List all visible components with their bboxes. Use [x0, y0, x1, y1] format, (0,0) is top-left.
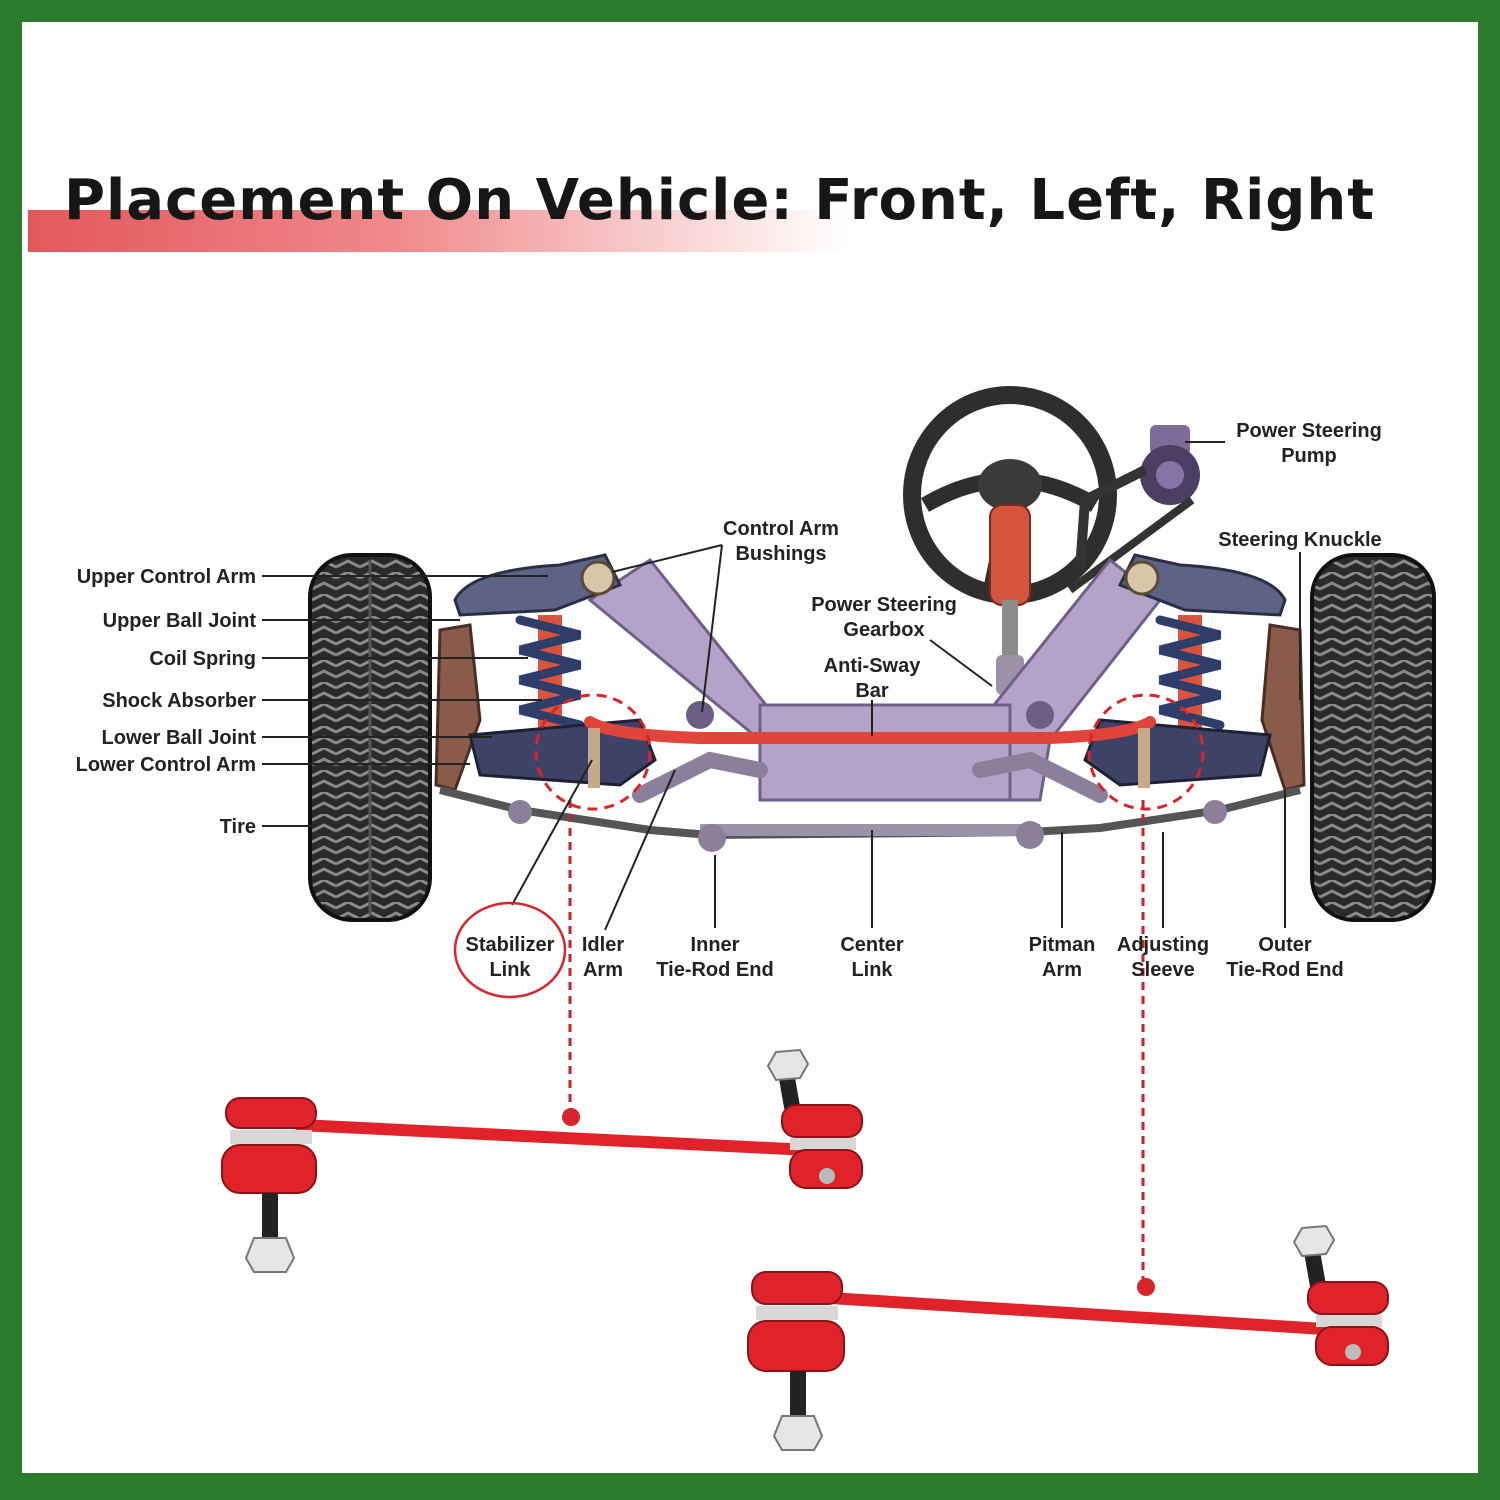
anti-sway-bar — [584, 716, 1156, 744]
label-power-steering-gearbox-line2: Gearbox — [843, 619, 924, 641]
label-adjusting-sleeve-line2: Sleeve — [1131, 959, 1194, 981]
label-upper-ball-joint: Upper Ball Joint — [103, 610, 257, 632]
label-power-steering-pump-line1: Power Steering — [1236, 420, 1382, 442]
label-inner-tie-rod-end-line2: Tie-Rod End — [656, 959, 773, 981]
label-shock-absorber: Shock Absorber — [102, 690, 256, 712]
right-drop-dot — [1137, 1278, 1155, 1296]
label-idler-arm-line2: Arm — [583, 959, 623, 981]
leader-lines — [262, 441, 1301, 931]
stabilizer-link-product-1 — [221, 1048, 863, 1273]
label-lower-ball-joint: Lower Ball Joint — [102, 727, 257, 749]
label-outer-tie-rod-end-line1: Outer — [1258, 934, 1312, 956]
label-control-arm-bushings-line2: Bushings — [735, 543, 826, 565]
right-upper-control-arm — [1117, 553, 1287, 617]
left-steering-knuckle — [434, 623, 482, 792]
label-anti-sway-bar-line1: Anti-Sway — [824, 655, 922, 677]
label-power-steering-gearbox-line1: Power Steering — [811, 594, 957, 616]
label-center-link-line1: Center — [840, 934, 904, 956]
left-stabilizer-link-installed — [588, 728, 600, 788]
label-stabilizer-link-line2: Link — [489, 959, 531, 981]
label-control-arm-bushings-line1: Control Arm — [723, 518, 839, 540]
label-anti-sway-bar-line2: Bar — [855, 680, 889, 702]
right-coil-spring — [1155, 615, 1225, 735]
label-coil-spring: Coil Spring — [149, 648, 256, 670]
label-tire: Tire — [220, 816, 256, 838]
steering-linkage — [439, 751, 1301, 852]
label-inner-tie-rod-end-line1: Inner — [691, 934, 740, 956]
right-stabilizer-link-installed — [1138, 728, 1150, 788]
label-pitman-arm-line1: Pitman — [1029, 934, 1096, 956]
label-power-steering-pump-line2: Pump — [1281, 445, 1337, 467]
right-lower-control-arm — [1083, 718, 1272, 787]
stabilizer-link-product-2 — [747, 1224, 1389, 1451]
steering-column — [989, 504, 1031, 695]
left-lower-control-arm — [468, 718, 657, 787]
label-steering-knuckle: Steering Knuckle — [1218, 529, 1381, 551]
label-adjusting-sleeve-line1: Adjusting — [1117, 934, 1209, 956]
left-upper-control-arm — [453, 553, 623, 617]
label-center-link-line2: Link — [851, 959, 893, 981]
page-title: Placement On Vehicle: Front, Left, Right — [64, 168, 1375, 233]
left-drop-dot — [562, 1108, 580, 1126]
label-stabilizer-link-line1: Stabilizer — [466, 934, 555, 956]
right-stabilizer-highlight — [1087, 693, 1205, 811]
label-pitman-arm-line2: Arm — [1042, 959, 1082, 981]
right-steering-knuckle — [1260, 623, 1306, 792]
power-steering-pump — [1067, 425, 1200, 594]
left-coil-spring — [515, 615, 585, 735]
title-highlight-band — [28, 210, 848, 252]
right-tire — [1310, 553, 1436, 922]
label-lower-control-arm: Lower Control Arm — [76, 754, 256, 776]
left-stabilizer-highlight — [534, 693, 652, 811]
label-outer-tie-rod-end-line2: Tie-Rod End — [1226, 959, 1343, 981]
label-upper-control-arm: Upper Control Arm — [77, 566, 256, 588]
stabilizer-link-label-circle — [453, 901, 567, 999]
label-idler-arm-line1: Idler — [582, 934, 624, 956]
